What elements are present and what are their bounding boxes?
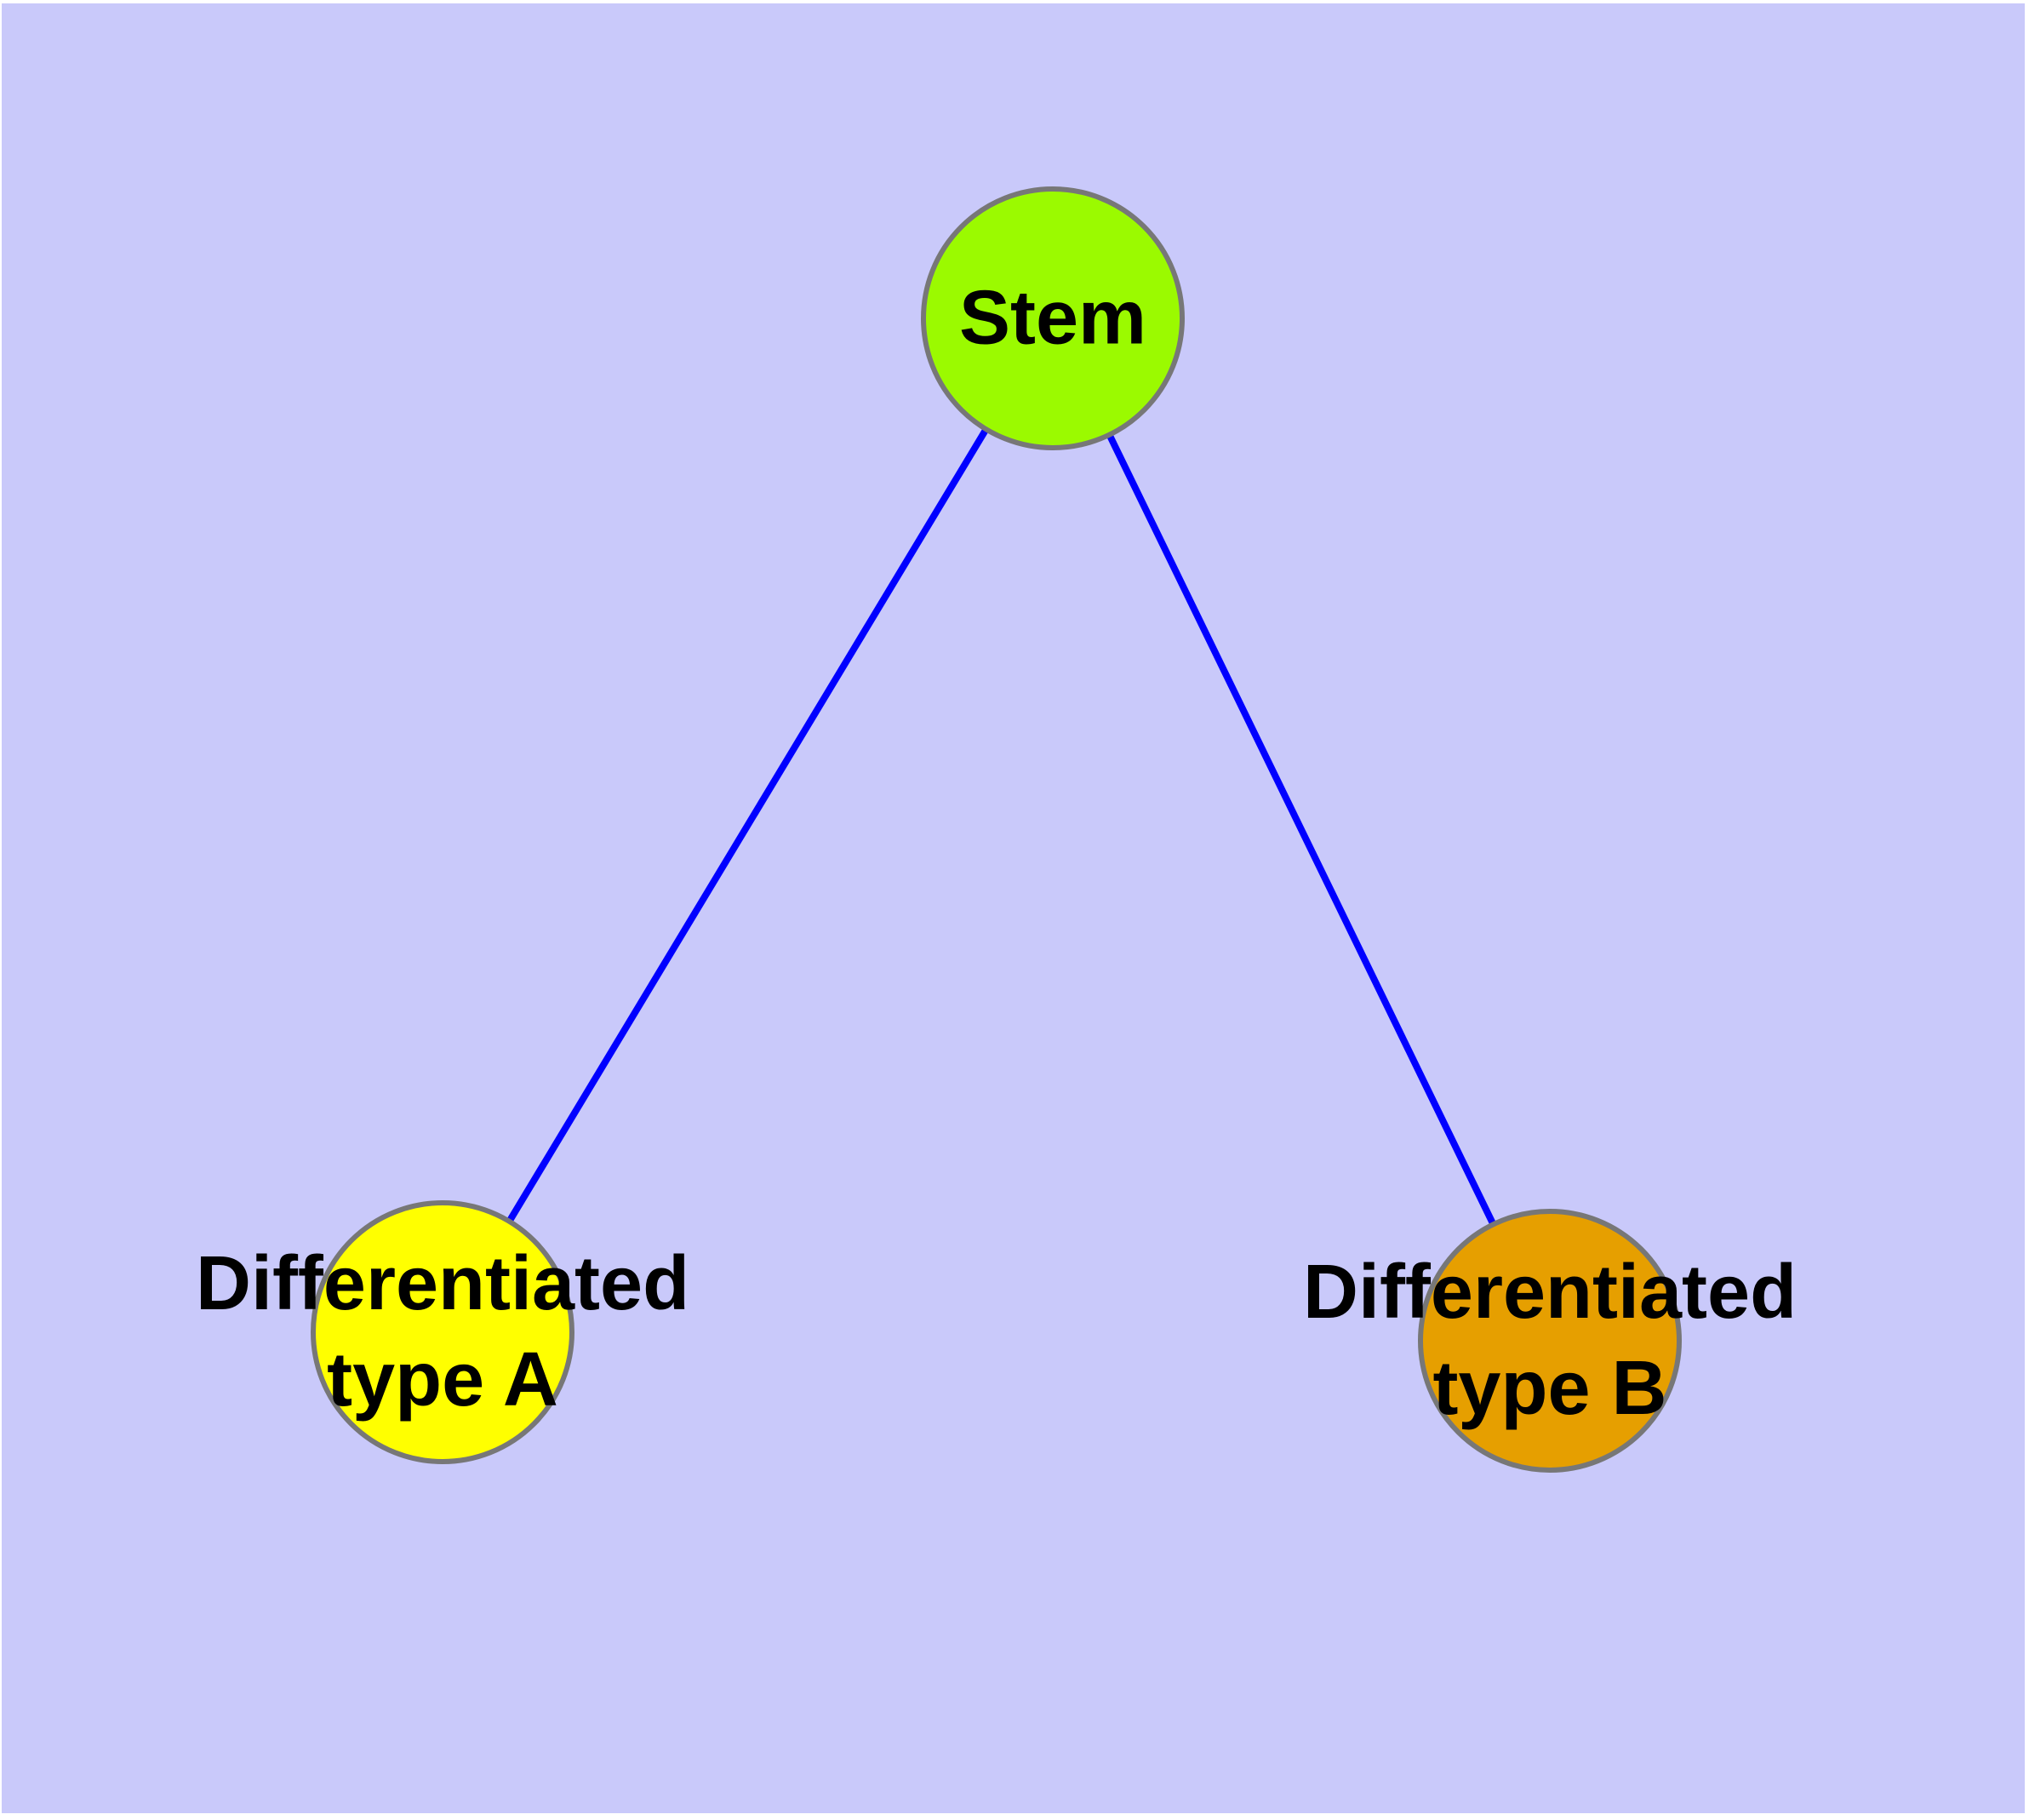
edge-stem-to-type-a	[439, 316, 1056, 1335]
node-stem-label: Stem	[959, 271, 1146, 367]
node-stem-label-line: Stem	[958, 275, 1147, 361]
node-type-b-label-line-2: type B	[1432, 1346, 1667, 1431]
node-type-a-label-line-1: Differentiated	[195, 1241, 690, 1326]
node-stem-circle	[921, 186, 1185, 450]
node-type-b-label: Differentiated type B	[1303, 1245, 1797, 1437]
edge-stem-to-type-b	[1049, 317, 1553, 1342]
node-type-a-circle	[311, 1200, 574, 1464]
node-type-b-label-line-1: Differentiated	[1302, 1250, 1798, 1335]
node-type-a-label: Differentiated type A	[196, 1236, 689, 1428]
node-type-a-label-line-2: type A	[327, 1337, 558, 1422]
node-type-b-circle	[1418, 1209, 1682, 1473]
